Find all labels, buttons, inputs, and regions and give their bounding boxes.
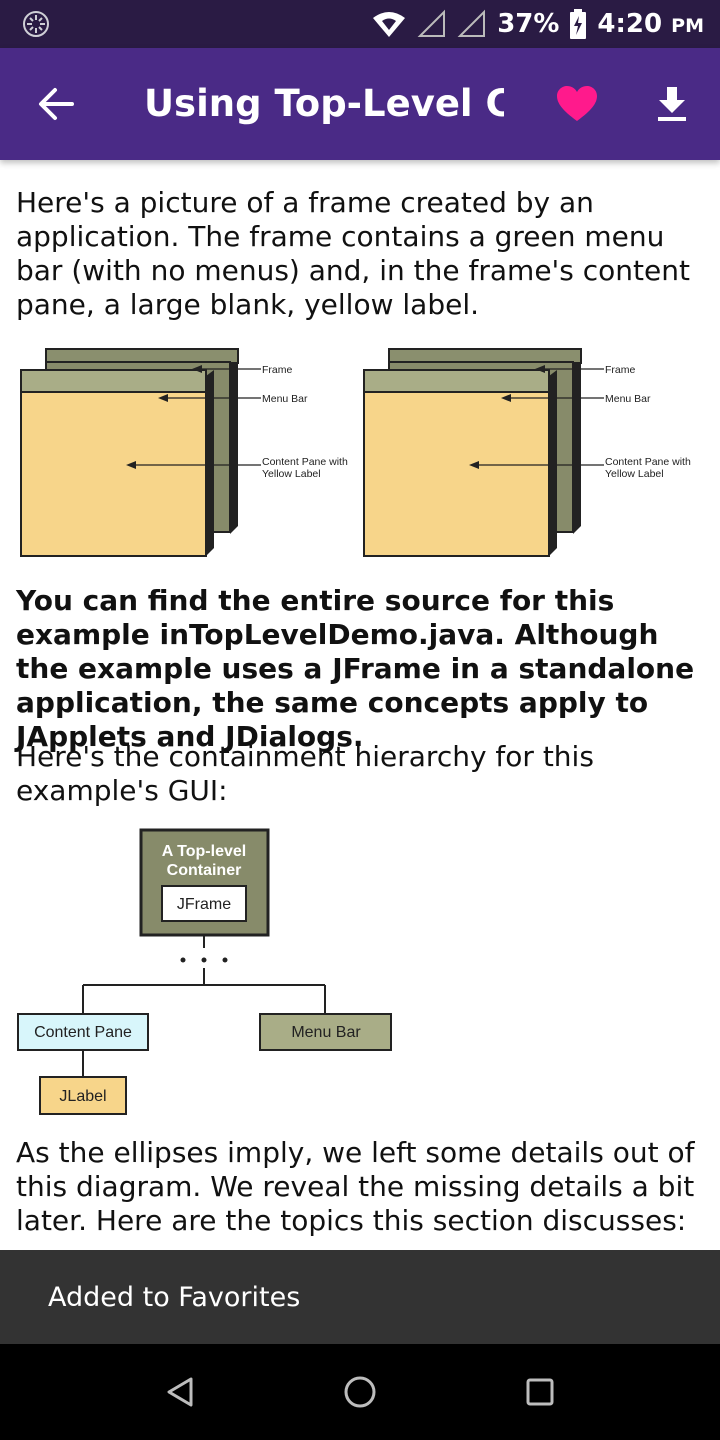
frame-label: Frame <box>605 364 635 376</box>
paragraph: As the ellipses imply, we left some deta… <box>16 1136 695 1237</box>
status-indicators: 37% 4:20 PM <box>371 0 704 48</box>
yellow-label-label: Yellow Label <box>605 468 664 480</box>
nav-home-button[interactable] <box>336 1368 384 1416</box>
content-pane-label: Content Pane with <box>605 456 691 468</box>
nav-back-button[interactable] <box>156 1368 204 1416</box>
status-bar: 37% 4:20 PM <box>0 0 720 48</box>
loading-icon <box>23 11 49 37</box>
containment-hierarchy-image: A Top-level Container JFrame Content Pan… <box>17 828 392 1115</box>
status-time: 4:20 PM <box>597 9 704 39</box>
navigation-bar <box>0 1344 720 1440</box>
jframe-box: JFrame <box>177 896 231 913</box>
paragraph-bold: You can find the entire source for this … <box>16 584 695 753</box>
frame-diagram-image: Frame Menu Bar Content Pane with Yellow … <box>20 348 691 557</box>
top-level-container-text: A Top-level <box>162 843 246 860</box>
content-pane-box: Content Pane <box>34 1024 132 1041</box>
nav-home-icon <box>344 1376 376 1408</box>
page-title: Using Top-Level C… <box>144 82 504 125</box>
heart-icon <box>557 86 597 121</box>
nav-recents-icon <box>526 1378 554 1406</box>
menu-bar-label: Menu Bar <box>262 393 308 405</box>
download-icon <box>658 87 686 121</box>
paragraph: Here's the containment hierarchy for thi… <box>16 740 594 807</box>
frame-label: Frame <box>262 364 292 376</box>
nav-back-icon <box>167 1377 193 1407</box>
signal-icon <box>417 9 446 37</box>
snackbar: Added to Favorites <box>0 1250 720 1344</box>
frame-diagram-left: Frame Menu Bar Content Pane with Yellow … <box>20 348 348 557</box>
snackbar-message: Added to Favorites <box>48 1282 301 1313</box>
top-level-container-text: Container <box>167 862 242 879</box>
nav-recents-button[interactable] <box>516 1368 564 1416</box>
menu-bar-box: Menu Bar <box>291 1024 361 1041</box>
paragraph: Here's a picture of a frame created by a… <box>16 186 690 321</box>
yellow-label-label: Yellow Label <box>262 468 321 480</box>
download-button[interactable] <box>644 76 700 132</box>
wifi-icon <box>373 12 406 37</box>
menu-bar-label: Menu Bar <box>605 393 651 405</box>
signal-icon <box>457 9 486 37</box>
back-button[interactable] <box>28 78 84 130</box>
battery-charging-icon <box>570 9 587 39</box>
battery-percent: 37% <box>497 9 560 39</box>
app-bar: Using Top-Level C… <box>0 48 720 160</box>
arrow-back-icon <box>39 88 74 120</box>
content-pane-label: Content Pane with <box>262 456 348 468</box>
jlabel-box: JLabel <box>59 1088 106 1105</box>
favorite-button[interactable] <box>548 76 606 132</box>
frame-diagram-right: Frame Menu Bar Content Pane with Yellow … <box>363 348 691 557</box>
